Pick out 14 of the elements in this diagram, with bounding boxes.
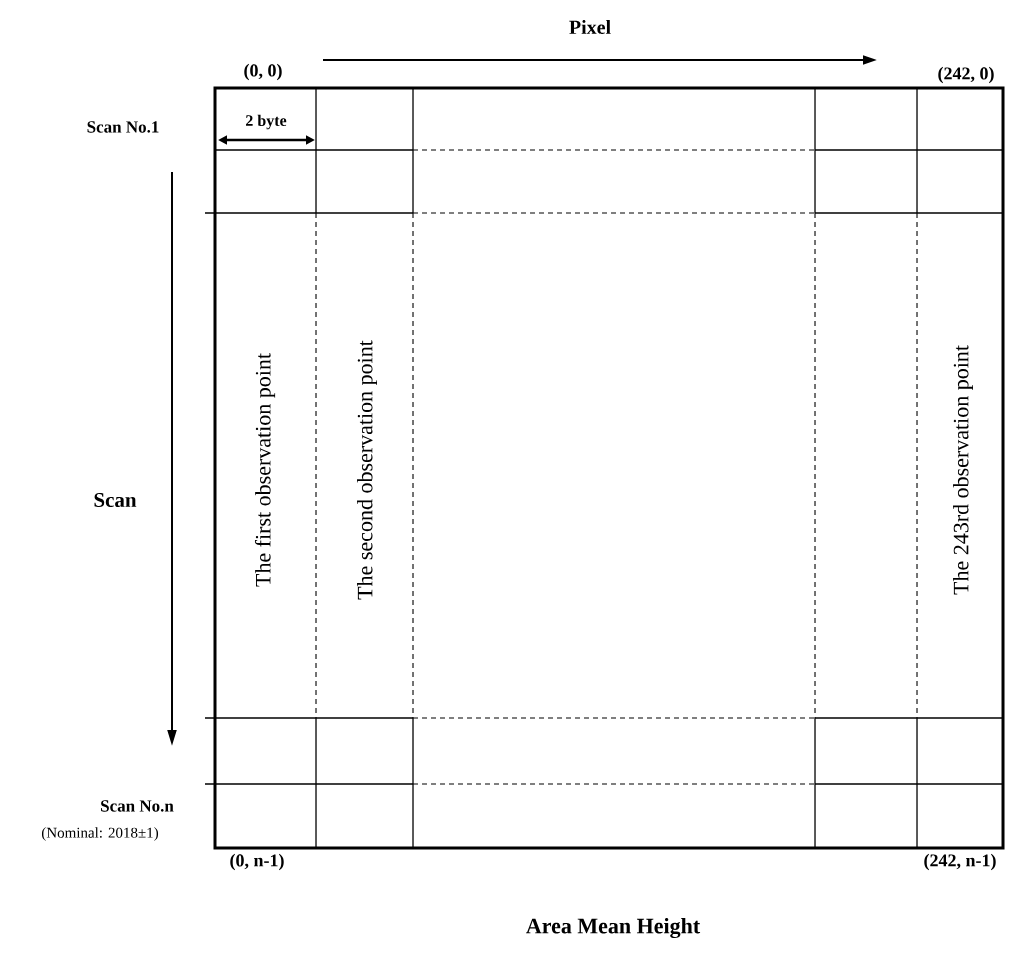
coordinate-label: (242, n-1) [924,853,996,871]
axis-label: Pixel [569,19,611,35]
column-label: The 243rd observation point [953,345,973,595]
coordinate-label: (0, n-1) [230,853,284,871]
coordinate-label: (242, 0) [938,66,994,84]
coordinate-label: (0, 0) [244,63,282,81]
axis-label: Scan [94,492,137,508]
dimension-label: 2 byte [246,114,287,130]
column-label: The second observation point [357,340,377,600]
row-label: Scan No.n [101,800,174,812]
note-text: (Nominal: 2018±1) [41,827,159,841]
caption: Area Mean Height [526,917,701,939]
column-label: The first observation point [254,353,276,587]
row-label: Scan No.1 [87,121,159,133]
